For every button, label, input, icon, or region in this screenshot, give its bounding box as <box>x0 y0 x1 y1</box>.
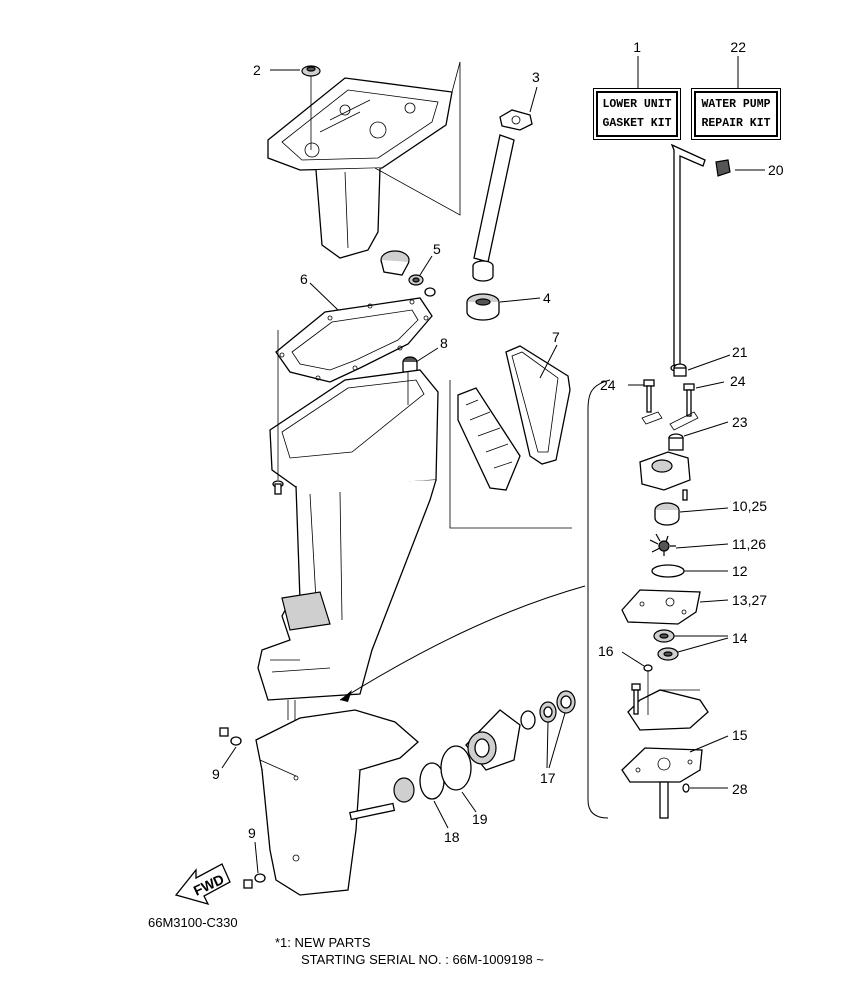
callout-21: 21 <box>732 344 748 360</box>
callout-24-left: 24 <box>600 377 616 393</box>
callout-7: 7 <box>552 329 560 345</box>
callout-8: 8 <box>440 335 448 351</box>
callout-15: 15 <box>732 727 748 743</box>
callout-9-lower: 9 <box>248 825 256 841</box>
fwd-arrow-icon: FWD <box>174 863 231 906</box>
part-2-seal <box>301 65 321 150</box>
part-17-seals <box>520 690 576 730</box>
callout-23: 23 <box>732 414 748 430</box>
callout-9-upper: 9 <box>212 766 220 782</box>
part-4-grommet <box>466 293 500 321</box>
upper-casing-body <box>315 167 381 259</box>
part-21-grommet <box>673 363 687 377</box>
part-10-cartridge <box>654 502 680 526</box>
callout-3: 3 <box>532 69 540 85</box>
kit-22-line2: REPAIR KIT <box>701 117 771 130</box>
callout-16: 16 <box>598 643 614 659</box>
callout-12: 12 <box>732 563 748 579</box>
kit-1-line2: GASKET KIT <box>602 117 672 130</box>
water-tube <box>472 134 515 282</box>
part-15-gasket <box>621 747 703 783</box>
part-9-drain-screw-upper <box>219 727 242 746</box>
callout-6: 6 <box>300 271 308 287</box>
prop-shaft-bearing <box>349 777 415 821</box>
part-11-impeller <box>649 533 676 556</box>
casing-bolt <box>272 480 284 495</box>
callout-18: 18 <box>444 829 460 845</box>
part-12-o-ring <box>651 564 685 578</box>
pump-housing <box>639 451 691 501</box>
water-tube-20 <box>670 143 706 372</box>
callout-4: 4 <box>543 290 551 306</box>
callout-2: 2 <box>253 62 261 78</box>
part-23-insert <box>668 433 684 451</box>
callout-10-25: 10,25 <box>732 498 767 514</box>
part-20-grommet <box>715 159 731 177</box>
callout-11-26: 11,26 <box>732 536 766 552</box>
driveshaft-section <box>659 781 690 819</box>
part-14-seals <box>653 629 679 661</box>
part-3-gasket <box>499 109 533 131</box>
thermostat-cover <box>380 250 410 276</box>
water-pump-repair-kit-label: WATER PUMP REPAIR KIT <box>694 91 778 137</box>
part-24-bolt-right <box>683 383 695 417</box>
lower-unit-gasket-kit-label: LOWER UNIT GASKET KIT <box>596 91 678 137</box>
kit-22-line1: WATER PUMP <box>701 98 771 111</box>
callout-28: 28 <box>732 781 748 797</box>
callout-22: 22 <box>730 39 746 55</box>
callout-17: 17 <box>540 770 556 786</box>
part-13-outer-plate <box>621 589 701 625</box>
lower-casing-upper <box>257 369 439 701</box>
drawing-code: 66M3100-C330 <box>148 915 238 930</box>
callout-13-27: 13,27 <box>732 592 767 608</box>
gearcase <box>255 709 419 896</box>
pump-lower-housing <box>627 670 709 731</box>
part-9-drain-screw-lower <box>243 873 266 889</box>
water-inlet-screen <box>457 387 521 491</box>
note-line-2: STARTING SERIAL NO. : 66M-1009198 ~ <box>301 952 544 967</box>
part-19-o-ring <box>440 745 472 791</box>
callout-24-right: 24 <box>730 373 746 389</box>
callout-19: 19 <box>472 811 488 827</box>
callout-14: 14 <box>732 630 748 646</box>
note-line-1: *1: NEW PARTS <box>275 935 371 950</box>
callout-1: 1 <box>633 39 641 55</box>
kit-1-line1: LOWER UNIT <box>602 98 672 111</box>
part-24-bolt-left <box>643 379 655 413</box>
part-5-washer <box>408 274 436 297</box>
serial-note: *1: NEW PARTS STARTING SERIAL NO. : 66M-… <box>275 934 544 968</box>
part-7-rubber-seal <box>505 345 571 465</box>
bearing-housing <box>465 709 521 771</box>
part-6-gasket <box>275 297 433 383</box>
callout-20: 20 <box>768 162 784 178</box>
exhaust-plate <box>267 77 453 171</box>
callout-5: 5 <box>433 241 441 257</box>
